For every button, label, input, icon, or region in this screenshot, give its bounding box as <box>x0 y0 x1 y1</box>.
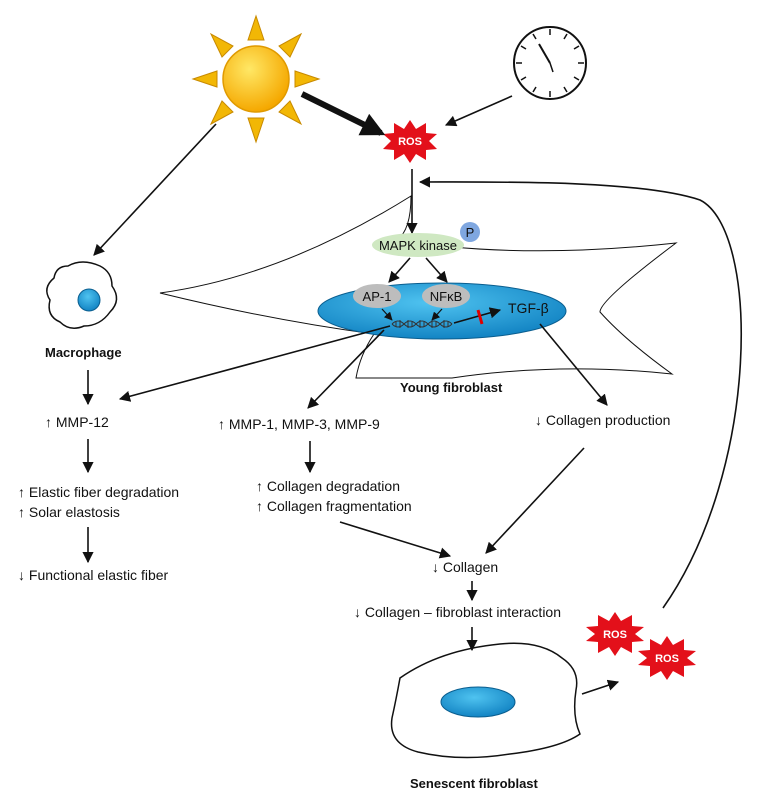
ap1-factor: AP-1 <box>353 284 401 308</box>
functional-elastic-label: ↓ Functional elastic fiber <box>18 567 169 583</box>
feedback-arrow-ros-to-top <box>418 176 742 609</box>
mapk-label: MAPK kinase <box>379 238 457 253</box>
mmp-1-3-9-label: ↑ MMP-1, MMP-3, MMP-9 <box>218 416 380 432</box>
young-fibroblast-outline <box>159 195 678 379</box>
mapk-kinase: MAPK kinase <box>372 233 464 257</box>
clock-icon <box>513 26 587 100</box>
senescent-fibroblast-cell <box>390 642 581 759</box>
macrophage-cell <box>46 261 118 329</box>
arrow-ap1-to-dna <box>381 308 393 321</box>
arrow-fragmentation-to-collagen <box>339 521 452 559</box>
solar-elastosis-label: ↑ Solar elastosis <box>18 504 120 520</box>
phospho-label: P <box>466 225 475 240</box>
arrow-senescent-to-ros <box>581 679 620 695</box>
arrow-clock-to-ros <box>444 95 513 127</box>
arrow-production-to-collagen <box>485 447 585 554</box>
arrow-dna-to-mmp12 <box>118 325 391 402</box>
collagen-production-label: ↓ Collagen production <box>535 412 670 428</box>
young-fibroblast-label: Young fibroblast <box>400 380 503 395</box>
ros-burst-icon <box>586 612 644 656</box>
tgfb-label: TGF-β <box>508 300 549 316</box>
collagen-interaction-label: ↓ Collagen – fibroblast interaction <box>354 604 561 620</box>
ros-burst-left: ROS <box>586 612 644 656</box>
ros-burst-top: ROS <box>383 120 437 163</box>
inhibition-mark <box>476 309 484 325</box>
nfkb-label: NFκB <box>430 289 463 304</box>
arrow-sun-to-ros <box>300 91 386 136</box>
ros-right-label: ROS <box>655 653 679 665</box>
collagen-degradation-label: ↑ Collagen degradation <box>256 478 400 494</box>
arrow-mapk-to-ap1 <box>388 257 411 283</box>
nfkb-factor: NFκB <box>422 284 470 308</box>
ros-burst-icon <box>638 636 696 680</box>
ros-left-label: ROS <box>603 629 627 641</box>
arrow-tgfb-to-production <box>539 323 608 406</box>
ros-top-label: ROS <box>398 136 422 148</box>
elastic-degradation-label: ↑ Elastic fiber degradation <box>18 484 179 500</box>
arrow-dna-to-mmps <box>307 329 385 409</box>
macrophage-label: Macrophage <box>45 345 122 360</box>
arrow-sun-to-macrophage <box>93 123 217 256</box>
ap1-label: AP-1 <box>363 289 392 304</box>
ros-burst-right: ROS <box>638 636 696 680</box>
collagen-label: ↓ Collagen <box>432 559 498 575</box>
arrow-nfkb-to-dna <box>431 308 443 321</box>
sun-icon <box>191 14 321 144</box>
arrow-dna-to-tgfb <box>453 307 502 324</box>
arrow-mapk-to-nfkb <box>425 257 448 283</box>
collagen-fragmentation-label: ↑ Collagen fragmentation <box>256 498 412 514</box>
mmp12-label: ↑ MMP-12 <box>45 414 109 430</box>
phospho-badge: P <box>460 222 480 242</box>
dna-icon <box>391 320 453 328</box>
ros-burst-icon <box>383 120 437 163</box>
senescent-fibroblast-label: Senescent fibroblast <box>410 776 539 791</box>
